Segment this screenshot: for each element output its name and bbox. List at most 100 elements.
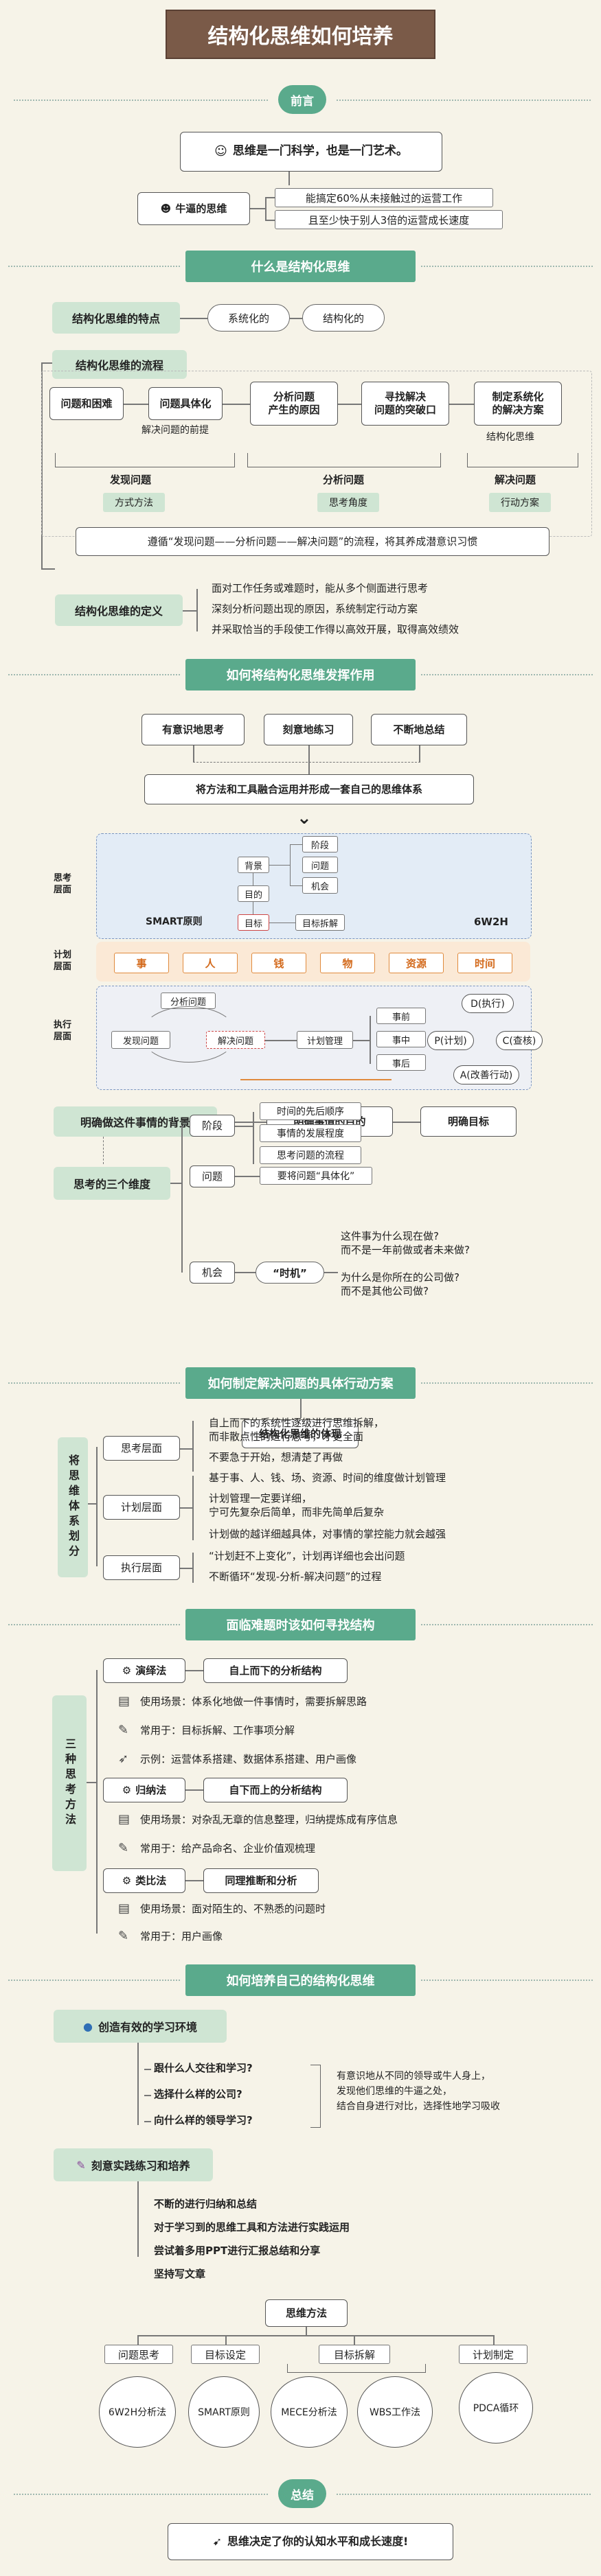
exec-before: 事前 bbox=[376, 1008, 426, 1024]
deliberate-practice: 刻意地练习 bbox=[264, 714, 353, 745]
flow-step-4: 寻找解决 问题的突破口 bbox=[361, 382, 449, 426]
practice-1: 不断的进行归纳和总结 bbox=[154, 2198, 258, 2210]
exec-label: 执行 层面 bbox=[54, 1020, 72, 1042]
tree-purpose: 目的 bbox=[238, 885, 269, 902]
dim-stage-progress: 事情的发展程度 bbox=[260, 1124, 361, 1142]
three-methods: 三种思考方法 bbox=[52, 1695, 87, 1871]
section-apply-banner: 如何将结构化思维发挥作用 bbox=[8, 659, 593, 691]
deduction-method: ⚙演绎法 bbox=[103, 1658, 185, 1683]
three-dimensions: 思考的三个维度 bbox=[54, 1167, 170, 1200]
section-what-banner: 什么是结构化思维 bbox=[8, 251, 593, 282]
exec-during: 事中 bbox=[376, 1031, 426, 1047]
preface-quote: ☺思维是一门科学，也是一门艺术。 bbox=[180, 132, 442, 172]
chance-q3: 为什么是你所在的公司做? bbox=[341, 1271, 460, 1284]
think-line-1: 自上而下的系统性逐级进行思维拆解， bbox=[209, 1417, 385, 1429]
tree-goal-split: 目标拆解 bbox=[295, 914, 345, 931]
plan-thing: 事 bbox=[114, 953, 169, 973]
phase-analyze: 分析问题 bbox=[323, 474, 365, 486]
niu-point-1: 能搞定60%从未接触过的运营工作 bbox=[275, 188, 493, 207]
chevron-down-icon: ⌄ bbox=[297, 808, 312, 828]
deduction-row-3: 示例：运营体系搭建、数据体系搭建、用户画像 bbox=[140, 1753, 357, 1765]
dim-chance-timing: “时机” bbox=[256, 1262, 324, 1284]
level-plan: 计划层面 bbox=[103, 1495, 180, 1520]
gear-icon: ⚙ bbox=[122, 1874, 132, 1887]
induction-desc: 自下而上的分析结构 bbox=[203, 1778, 348, 1802]
tool-6w2h: 6W2H分析法 bbox=[99, 2376, 176, 2448]
level-exec: 执行层面 bbox=[103, 1555, 180, 1580]
induction-row-2: 常用于：给产品命名、企业价值观梳理 bbox=[140, 1842, 316, 1855]
tree-stage: 阶段 bbox=[302, 836, 338, 852]
summary-text: ➹思维决定了你的认知水平和成长速度! bbox=[168, 2523, 453, 2560]
plan-line-3: 宁可先复杂后简单，而非先简单后复杂 bbox=[209, 1506, 385, 1518]
pdca-c: C(查核) bbox=[496, 1031, 543, 1050]
preface-badge: 前言 bbox=[278, 85, 326, 114]
think-label: 思考 层面 bbox=[54, 873, 72, 895]
phase-solve: 解决问题 bbox=[495, 474, 536, 486]
tool-pdca: PDCA循环 bbox=[459, 2372, 533, 2444]
pin-icon: ✎ bbox=[118, 1841, 129, 1855]
cat-plan: 计划制定 bbox=[459, 2345, 528, 2364]
cat-problem: 问题思考 bbox=[104, 2345, 173, 2364]
exec-after: 事后 bbox=[376, 1054, 426, 1071]
chance-q2: 而不是一年前做或者未来做? bbox=[341, 1244, 470, 1256]
flow-step-3: 分析问题 产生的原因 bbox=[250, 382, 338, 426]
analogy-desc: 同理推断和分析 bbox=[203, 1868, 319, 1893]
definition-1: 面对工作任务或难题时，能从多个侧面进行思考 bbox=[212, 582, 429, 594]
dim-stage-flow: 思考问题的流程 bbox=[260, 1146, 361, 1164]
analogy-row-1: 使用场景：面对陌生的、不熟悉的问题时 bbox=[140, 1903, 326, 1915]
follow-habit: 遵循“发现问题——分析问题——解决问题”的流程，将其养成潜意识习惯 bbox=[76, 527, 549, 556]
flow-step-5: 制定系统化 的解决方案 bbox=[474, 382, 562, 426]
think-line-2: 而非散点性的进行思考，才更全面 bbox=[209, 1430, 364, 1443]
deduction-row-1: 使用场景：体系化地做一件事情时，需要拆解思路 bbox=[140, 1695, 367, 1708]
env-label: ●创造有效的学习环境 bbox=[54, 2010, 227, 2043]
env-q3: 向什么样的领导学习? bbox=[154, 2114, 253, 2126]
flow-sub-structured: 结构化思维 bbox=[486, 432, 534, 443]
phase-solve-tag: 行动方案 bbox=[489, 493, 551, 512]
niu-thinking: ☻牛逼的思维 bbox=[137, 192, 250, 225]
tree-goal: 目标 bbox=[238, 914, 269, 931]
env-note-2: 发现他们思维的牛逼之处， bbox=[337, 2086, 452, 2097]
brain-icon: ☺ bbox=[214, 143, 227, 159]
flow-step-1: 问题和困难 bbox=[49, 387, 124, 420]
feature-systematic: 系统化的 bbox=[207, 304, 290, 332]
phase-discover-tag: 方式方法 bbox=[103, 493, 165, 512]
document-icon: ▤ bbox=[118, 1812, 131, 1826]
page-title: 结构化思维如何培养 bbox=[166, 10, 435, 59]
analogy-row-2: 常用于：用户画像 bbox=[140, 1930, 223, 1942]
plan-money: 钱 bbox=[251, 953, 306, 973]
tool-mece: MECE分析法 bbox=[271, 2376, 348, 2448]
flow-step-2: 问题具体化 bbox=[148, 387, 223, 420]
gear-icon: ⚙ bbox=[122, 1783, 132, 1796]
think-line-3: 不要急于开始，想清楚了再做 bbox=[209, 1451, 343, 1463]
practice-label: ✎刻意实践练习和培养 bbox=[54, 2148, 213, 2181]
plan-place: 物 bbox=[320, 953, 375, 973]
pencil-icon: ✎ bbox=[76, 2158, 86, 2172]
pdca-a: A(改善行动) bbox=[453, 1065, 519, 1084]
dim-chance: 机会 bbox=[190, 1262, 235, 1284]
deduction-desc: 自上而下的分析结构 bbox=[203, 1658, 348, 1683]
system-split: 将思维体系划分 bbox=[58, 1437, 88, 1577]
env-q2: 选择什么样的公司? bbox=[154, 2088, 242, 2100]
merge-system: 将方法和工具融合运用并形成一套自己的思维体系 bbox=[144, 774, 474, 804]
exec-line-2: 不断循环“发现-分析-解决问题”的过程 bbox=[209, 1570, 382, 1583]
practice-3: 尝试着多用PPT进行汇报总结和分享 bbox=[154, 2244, 321, 2257]
summary-badge: 总结 bbox=[278, 2479, 326, 2508]
smart-label: SMART原则 bbox=[146, 916, 203, 927]
plan-line-2: 计划管理一定要详细， bbox=[209, 1492, 313, 1505]
plan-people: 人 bbox=[183, 953, 238, 973]
pin-icon: ✎ bbox=[118, 1929, 129, 1943]
document-icon: ▤ bbox=[118, 1694, 131, 1708]
flow-sub-premise: 解决问题的前提 bbox=[141, 425, 209, 436]
plan-line-1: 基于事、人、钱、场、资源、时间的维度做计划管理 bbox=[209, 1472, 446, 1484]
dim-problem-concrete: 要将问题“具体化” bbox=[260, 1167, 372, 1185]
clarify-goal: 明确目标 bbox=[420, 1106, 517, 1137]
w2h-label: 6W2H bbox=[474, 916, 508, 928]
tool-smart: SMART原则 bbox=[188, 2376, 260, 2448]
keep-summarizing: 不断地总结 bbox=[371, 714, 467, 745]
tree-background: 背景 bbox=[238, 857, 269, 873]
chance-q4: 而不是其他公司做? bbox=[341, 1285, 429, 1297]
embody-structured: 结构化思维的体现 bbox=[242, 1419, 359, 1448]
methods-title: 思维方法 bbox=[265, 2299, 348, 2327]
analogy-method: ⚙类比法 bbox=[103, 1868, 185, 1893]
